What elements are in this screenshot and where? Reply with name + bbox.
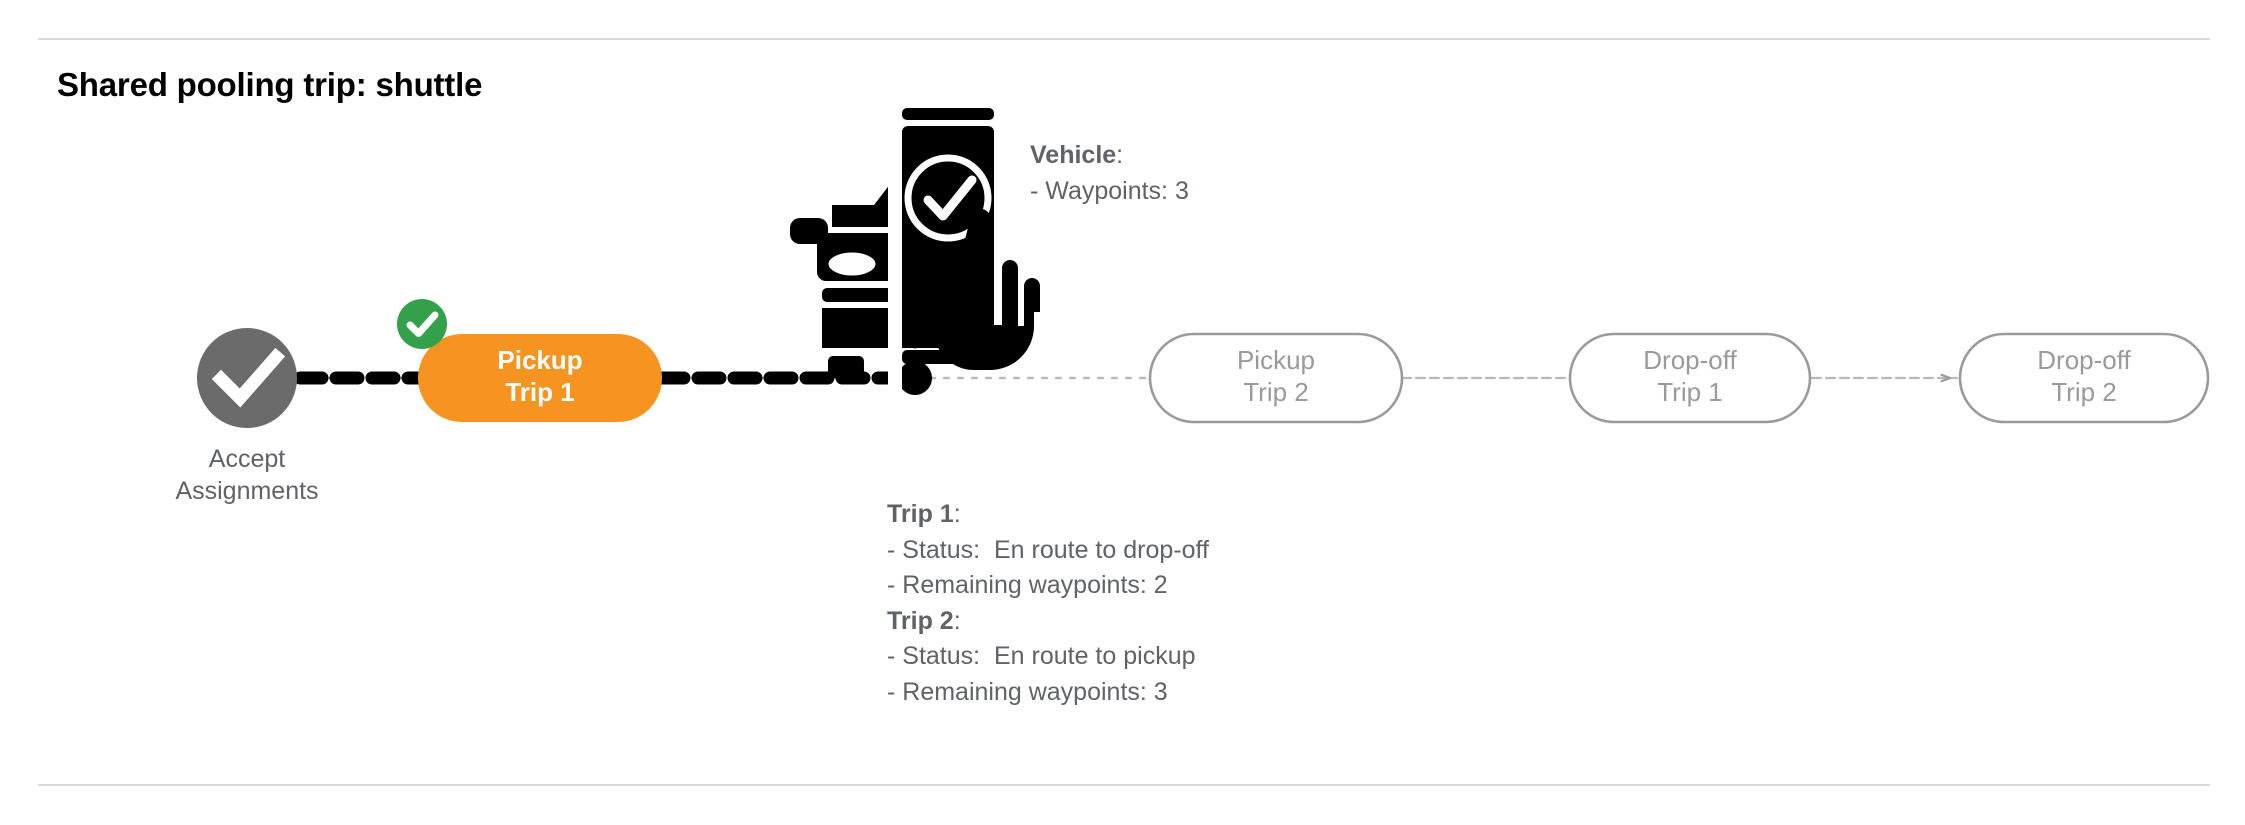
vehicle-annotation-heading: Vehicle: [1030, 138, 1189, 174]
node-pickup-trip-2[interactable] [1148, 332, 1404, 424]
trip-annotation: Trip 1: - Status: En route to drop-off -… [887, 497, 1209, 710]
check-mark-icon [211, 347, 286, 408]
trip1-heading-suffix: : [953, 500, 961, 528]
trip2-heading-suffix: : [953, 606, 961, 635]
node-accept-assignments[interactable] [197, 328, 297, 428]
vehicle-heading-text: Vehicle [1030, 141, 1117, 169]
check-circle-icon [197, 328, 297, 428]
trip2-status-row: - Status: En route to pickup [887, 642, 1196, 670]
node-drop-off-trip-2[interactable] [1958, 332, 2210, 424]
divider-top [38, 38, 2210, 40]
vehicle-position-dot [898, 361, 932, 395]
trip2-heading-text: Trip 2 [887, 606, 954, 635]
dropoff-trip2-pill [1958, 332, 2210, 424]
pickup-trip1-pill [418, 334, 662, 422]
completed-badge [397, 299, 447, 349]
pickup-trip2-pill [1148, 332, 1404, 424]
vehicle-annotation-row: - Waypoints: 3 [1030, 176, 1189, 205]
trip2-heading: Trip 2: [887, 604, 1209, 640]
badge-check-mark-icon [406, 311, 439, 337]
vehicle-app-checkin-icon [790, 108, 1046, 392]
divider-bottom [38, 784, 2210, 786]
trip1-waypoints-row: - Remaining waypoints: 2 [887, 571, 1168, 599]
vehicle-heading-suffix: : [1116, 141, 1124, 169]
trip1-heading: Trip 1: [887, 497, 1209, 533]
dropoff-trip1-pill [1568, 332, 1812, 424]
page-title: Shared pooling trip: shuttle [57, 66, 483, 103]
check-badge-icon [397, 299, 447, 349]
node-pickup-trip-1[interactable] [418, 334, 662, 422]
trip1-heading-text: Trip 1 [887, 500, 954, 528]
trip1-status-row: - Status: En route to drop-off [887, 535, 1209, 564]
trip2-waypoints-row: - Remaining waypoints: 3 [887, 677, 1168, 706]
vehicle-annotation: Vehicle: - Waypoints: 3 [1030, 138, 1189, 209]
node-drop-off-trip-1[interactable] [1568, 332, 1812, 424]
